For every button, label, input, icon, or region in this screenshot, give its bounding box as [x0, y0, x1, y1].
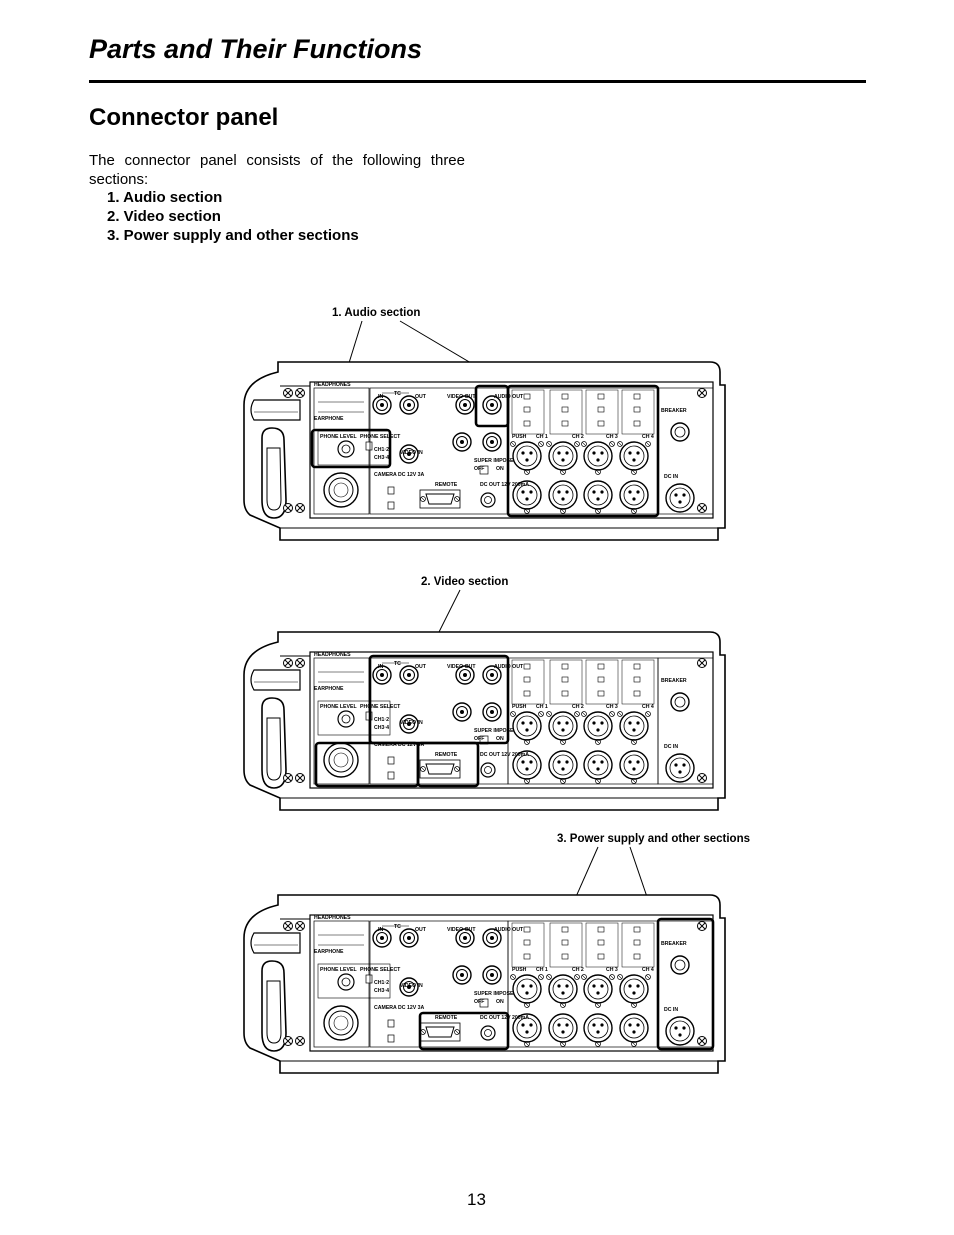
panel-label-on: ON — [496, 999, 504, 1005]
panel-label-tc-in: IN — [378, 394, 383, 400]
panel-label-breaker: BREAKER — [661, 678, 687, 684]
panel-label-dc-in: DC IN — [664, 744, 678, 750]
panel-label-audio-out: AUDIO OUT — [494, 927, 524, 933]
panel-label-video-in: VIDEO IN — [400, 450, 423, 456]
panel-label-ch34: CH3·4 — [374, 725, 389, 731]
panel-label-camera: CAMERA DC 12V 3A — [374, 742, 425, 748]
page-title: Parts and Their Functions — [89, 34, 423, 64]
panel-label-ch4: CH 4 — [642, 704, 654, 710]
panel-label-breaker: BREAKER — [661, 408, 687, 414]
connector-panel-audio-diagram: HEADPHONES EARPHONE PHONE LEVEL PHONE SE… — [240, 340, 730, 552]
panel-label-ch34: CH3·4 — [374, 455, 389, 461]
title-rule — [89, 80, 866, 83]
panel-label-headphones: HEADPHONES — [314, 382, 351, 388]
page-number: 13 — [467, 1190, 486, 1209]
panel-label-audio-out: AUDIO OUT — [494, 664, 524, 670]
panel-label-ch4: CH 4 — [642, 967, 654, 973]
panel-label-phone-level: PHONE LEVEL — [320, 704, 357, 710]
panel-label-ch2: CH 2 — [572, 434, 584, 440]
panel-label-ch12: CH1·2 — [374, 717, 389, 723]
panel-label-ch3: CH 3 — [606, 434, 618, 440]
panel-label-headphones: HEADPHONES — [314, 652, 351, 658]
panel-label-ch2: CH 2 — [572, 704, 584, 710]
panel-label-dc-out: DC OUT 12V 200mA — [480, 752, 529, 758]
panel-label-phone-level: PHONE LEVEL — [320, 434, 357, 440]
panel-label-phone-select: PHONE SELECT — [360, 967, 401, 973]
panel-label-headphones: HEADPHONES — [314, 915, 351, 921]
connector-panel-video-diagram: HEADPHONES EARPHONE PHONE LEVEL PHONE SE… — [240, 610, 730, 822]
intro-text: The connector panel consists of the foll… — [89, 152, 465, 188]
panel-label-phone-select: PHONE SELECT — [360, 434, 401, 440]
panel-label-earphone: EARPHONE — [314, 949, 344, 955]
section-list-item-audio: 1. Audio section — [107, 189, 223, 206]
panel-label-remote: REMOTE — [435, 482, 458, 488]
panel-label-tc-out: OUT — [415, 664, 427, 670]
panel-label-remote: REMOTE — [435, 1015, 458, 1021]
panel-label-ch1: CH 1 — [536, 967, 548, 973]
section-list-item-video: 2. Video section — [107, 208, 221, 225]
panel-label-tc-out: OUT — [415, 927, 427, 933]
panel-label-tc-out: OUT — [415, 394, 427, 400]
panel-label-ch3: CH 3 — [606, 704, 618, 710]
panel-label-on: ON — [496, 736, 504, 742]
panel-label-off: OFF — [474, 736, 484, 742]
panel-label-tc: TC — [394, 661, 401, 667]
panel-label-video-in: VIDEO IN — [400, 720, 423, 726]
panel-label-ch12: CH1·2 — [374, 447, 389, 453]
panel-label-camera: CAMERA DC 12V 3A — [374, 472, 425, 478]
panel-label-phone-select: PHONE SELECT — [360, 704, 401, 710]
panel-label-ch34: CH3·4 — [374, 988, 389, 994]
panel-label-dc-out: DC OUT 12V 200mA — [480, 482, 529, 488]
panel-label-audio-out: AUDIO OUT — [494, 394, 524, 400]
panel-label-push: PUSH — [512, 967, 527, 973]
panel-label-earphone: EARPHONE — [314, 416, 344, 422]
panel-label-ch2: CH 2 — [572, 967, 584, 973]
panel-label-push: PUSH — [512, 704, 527, 710]
callout-video-section: 2. Video section — [421, 576, 509, 588]
panel-label-breaker: BREAKER — [661, 941, 687, 947]
section-list-item-power: 3. Power supply and other sections — [107, 227, 359, 244]
panel-label-video-in: VIDEO IN — [400, 983, 423, 989]
panel-label-tc: TC — [394, 924, 401, 930]
panel-label-video-out: VIDEO OUT — [447, 664, 476, 670]
connector-panel-power-diagram: HEADPHONES EARPHONE PHONE LEVEL PHONE SE… — [240, 873, 730, 1085]
panel-label-tc-in: IN — [378, 664, 383, 670]
section-list: 1. Audio section 2. Video section 3. Pow… — [107, 188, 359, 245]
panel-label-dc-in: DC IN — [664, 474, 678, 480]
panel-label-earphone: EARPHONE — [314, 686, 344, 692]
panel-label-superimpose: SUPER IMPOSE — [474, 728, 514, 734]
panel-label-video-out: VIDEO OUT — [447, 927, 476, 933]
panel-label-dc-out: DC OUT 12V 200mA — [480, 1015, 529, 1021]
panel-label-ch12: CH1·2 — [374, 980, 389, 986]
panel-label-ch3: CH 3 — [606, 967, 618, 973]
panel-label-superimpose: SUPER IMPOSE — [474, 458, 514, 464]
panel-label-off: OFF — [474, 999, 484, 1005]
panel-label-remote: REMOTE — [435, 752, 458, 758]
callout-audio-section: 1. Audio section — [332, 307, 421, 319]
panel-label-ch1: CH 1 — [536, 704, 548, 710]
panel-label-video-out: VIDEO OUT — [447, 394, 476, 400]
panel-label-tc: TC — [394, 391, 401, 397]
panel-label-on: ON — [496, 466, 504, 472]
panel-label-camera: CAMERA DC 12V 3A — [374, 1005, 425, 1011]
panel-label-superimpose: SUPER IMPOSE — [474, 991, 514, 997]
panel-label-dc-in: DC IN — [664, 1007, 678, 1013]
panel-label-tc-in: IN — [378, 927, 383, 933]
panel-label-off: OFF — [474, 466, 484, 472]
section-title: Connector panel — [89, 104, 279, 131]
callout-power-section: 3. Power supply and other sections — [557, 833, 750, 845]
panel-label-push: PUSH — [512, 434, 527, 440]
panel-label-ch1: CH 1 — [536, 434, 548, 440]
panel-label-phone-level: PHONE LEVEL — [320, 967, 357, 973]
panel-label-ch4: CH 4 — [642, 434, 654, 440]
